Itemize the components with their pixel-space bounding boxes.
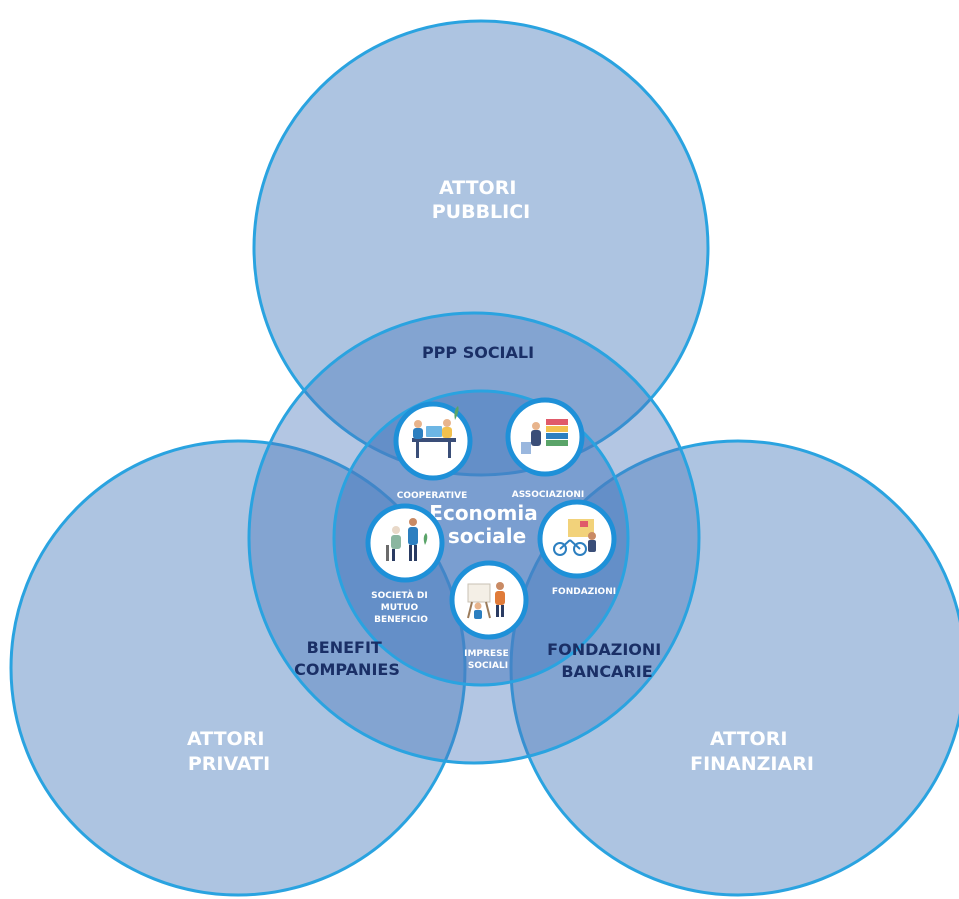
label-attori-pubblici: ATTORI PUBBLICI — [432, 177, 531, 223]
label-attori-finanziari: ATTORI FINANZIARI — [690, 728, 814, 775]
entity-cooperative — [393, 401, 473, 481]
label-fondazioni: FONDAZIONI — [552, 587, 616, 597]
center-title: Economia sociale — [429, 501, 544, 548]
charity-bike-icon — [553, 519, 596, 556]
label-cooperative: COOPERATIVE — [397, 491, 467, 501]
entity-imprese-sociali — [449, 560, 529, 640]
entity-societa-mutuo-beneficio — [365, 503, 445, 583]
label-associazioni: ASSOCIAZIONI — [512, 490, 585, 500]
label-ppp-sociali: PPP SOCIALI — [422, 343, 534, 362]
books-shelf-icon — [521, 419, 568, 454]
office-workers-icon — [412, 406, 459, 458]
label-benefit-companies: BENEFIT COMPANIES — [294, 638, 400, 679]
label-societa-mutuo-beneficio: SOCIETÀ DI MUTUO BENEFICIO — [371, 589, 431, 625]
presentation-icon — [467, 582, 505, 619]
entity-associazioni — [505, 397, 585, 477]
care-giver-icon — [386, 518, 428, 561]
entity-fondazioni — [537, 499, 617, 579]
label-imprese-sociali: IMPRESE SOCIALI — [464, 649, 512, 671]
label-fondazioni-bancarie: FONDAZIONI BANCARIE — [547, 640, 667, 681]
label-attori-privati: ATTORI PRIVATI — [187, 728, 271, 775]
